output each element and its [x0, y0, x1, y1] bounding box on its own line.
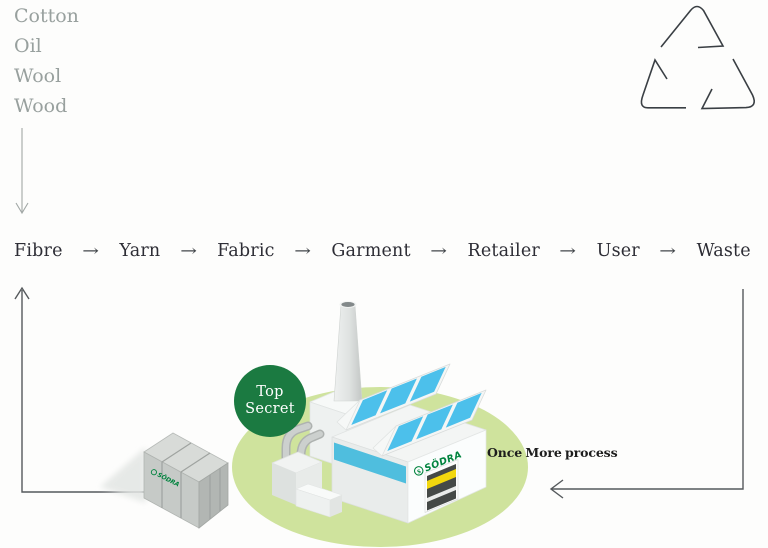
sodra-emblem: S	[416, 469, 422, 476]
right-arrow-icon: →	[659, 241, 677, 260]
left-loop-arrow	[14, 286, 150, 493]
material-wood: Wood	[14, 95, 68, 117]
flow-step-fabric: Fabric	[217, 241, 275, 261]
flow-step-yarn: Yarn	[119, 241, 161, 261]
materials-list: Cotton Oil Wool Wood	[14, 1, 79, 121]
factory-building: S SÖDRA	[271, 301, 487, 524]
bale-glow	[100, 447, 146, 503]
right-arrow-icon: →	[294, 241, 312, 260]
right-arrow-icon: →	[180, 241, 198, 260]
flow-step-waste: Waste	[696, 241, 751, 261]
material-cotton: Cotton	[14, 5, 79, 27]
flow-step-user: User	[596, 241, 640, 261]
right-arrow-icon: →	[559, 241, 577, 260]
top-secret-line2: Secret	[245, 401, 295, 417]
flow-step-fibre: Fibre	[14, 241, 63, 261]
right-arrow-icon: →	[430, 241, 448, 260]
top-secret-line1: Top	[256, 383, 284, 400]
recycle-segment-right	[700, 58, 755, 110]
material-oil: Oil	[14, 35, 42, 57]
factory-door	[424, 459, 459, 513]
recycle-segment-top	[660, 5, 725, 49]
recycle-segment-left	[640, 58, 686, 109]
right-loop-arrow	[549, 289, 744, 499]
flow-step-retailer: Retailer	[467, 241, 540, 261]
fiber-bale: SÖDRA	[100, 432, 229, 529]
material-wool: Wool	[14, 65, 62, 87]
solar-panels-back-row	[336, 363, 451, 431]
process-label: Once More process	[487, 445, 618, 460]
solar-panels-front-row	[372, 389, 487, 457]
factory-chimney	[333, 301, 363, 402]
flow-step-garment: Garment	[331, 241, 411, 261]
bale-straps	[161, 442, 221, 519]
factory-window-band	[334, 442, 406, 484]
materials-flow-arrow	[15, 128, 29, 215]
top-secret-badge: Top Secret	[234, 365, 306, 437]
factory-dock	[295, 483, 343, 518]
recycle-triangle-icon	[640, 5, 755, 110]
right-arrow-icon: →	[82, 241, 100, 260]
lifecycle-flow: Fibre → Yarn → Fabric → Garment → Retail…	[14, 241, 751, 261]
